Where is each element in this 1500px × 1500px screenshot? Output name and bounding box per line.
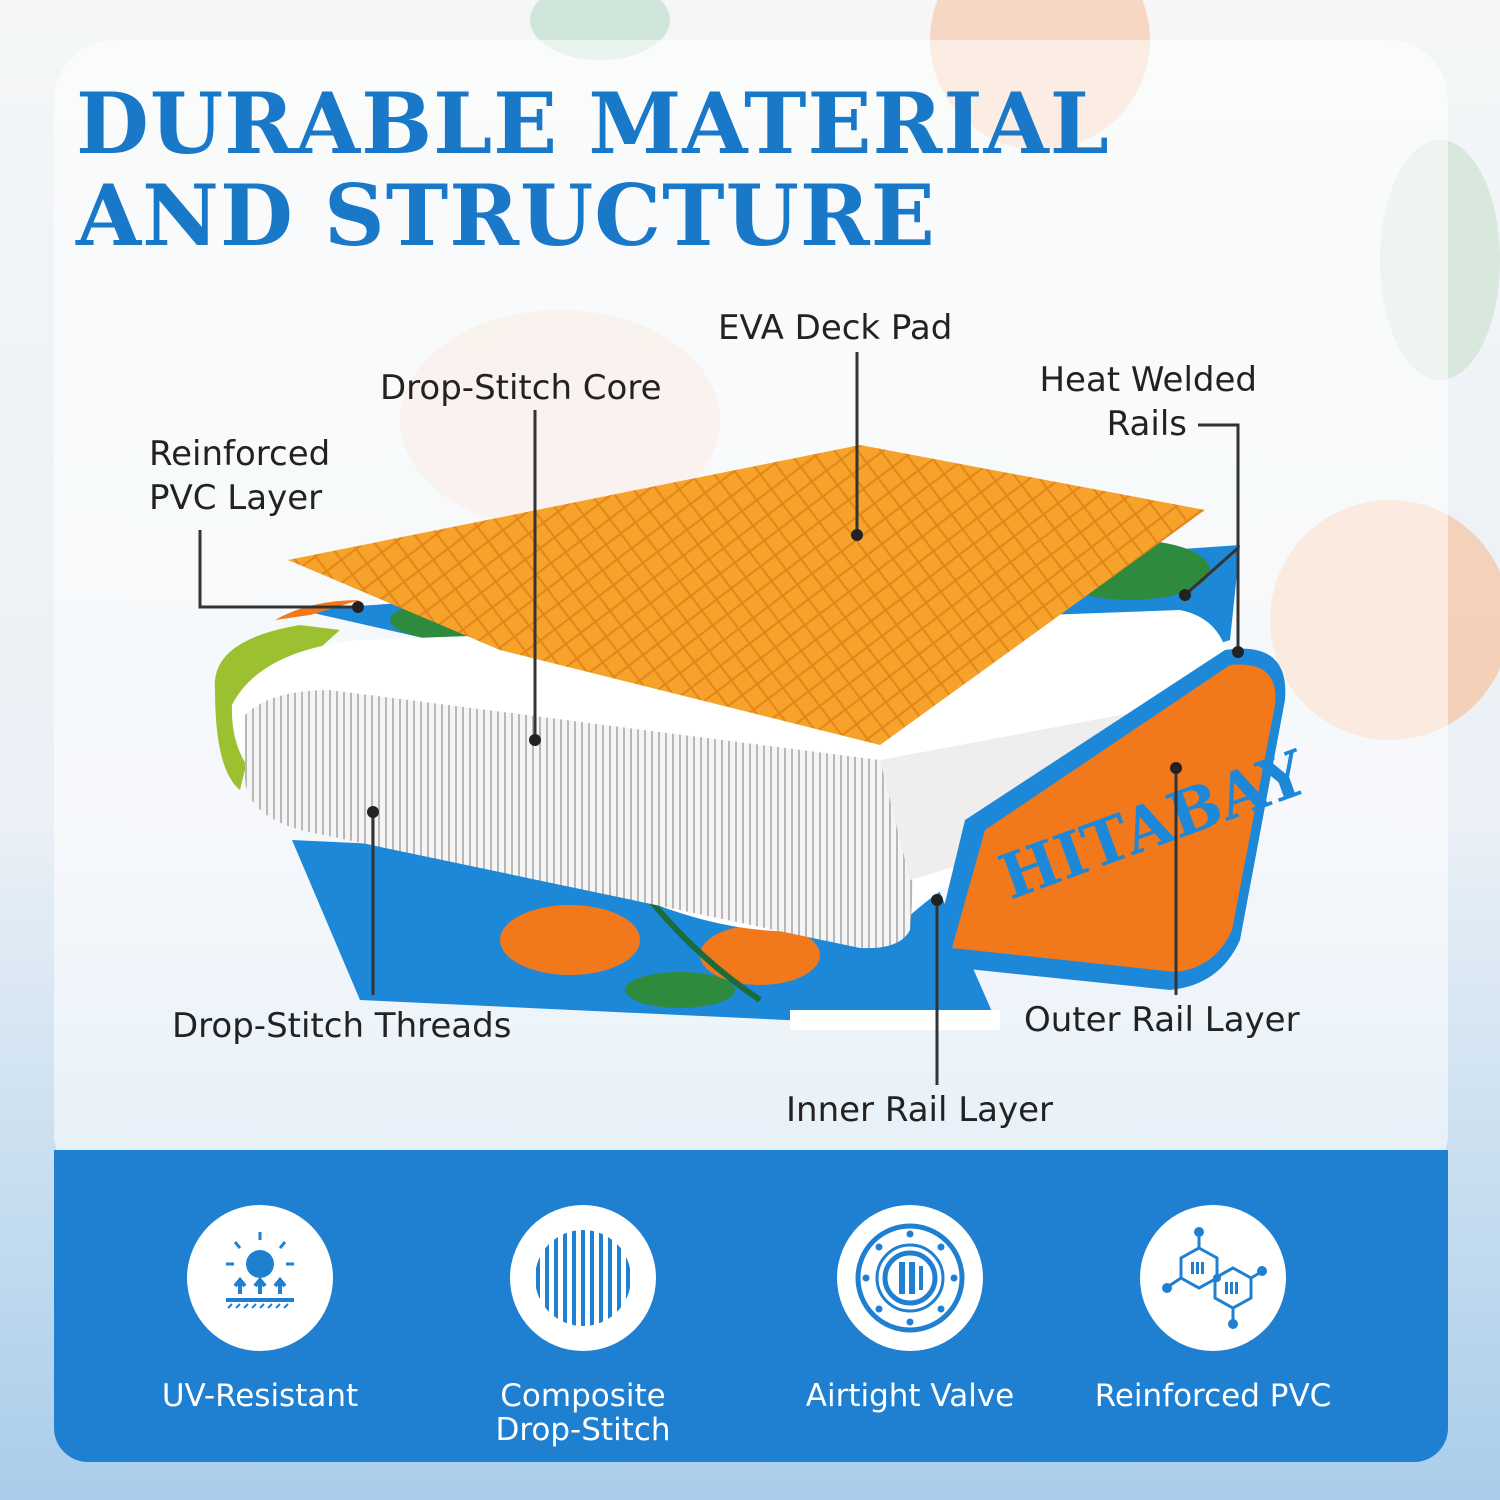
title-line-1: DURABLE MATERIAL xyxy=(76,74,1110,173)
feature-reinforced-pvc: Reinforced PVC xyxy=(1083,1205,1343,1413)
label-drop-stitch-threads: Drop-Stitch Threads xyxy=(172,1006,512,1046)
feature-uv-resistant: UV-Resistant xyxy=(130,1205,390,1413)
leader-lines xyxy=(198,352,1240,1085)
feature-label: Composite Drop-Stitch xyxy=(495,1378,671,1448)
label-eva-deck-pad: EVA Deck Pad xyxy=(718,308,953,348)
label-pvc-line2: PVC Layer xyxy=(149,478,323,518)
feature-label: Reinforced PVC xyxy=(1094,1378,1332,1414)
eva-deck-pad xyxy=(288,445,1205,745)
drop-stitch-icon xyxy=(536,1230,630,1326)
label-reinforced-pvc-layer: Reinforced PVC Layer xyxy=(149,432,330,520)
label-inner-rail-layer: Inner Rail Layer xyxy=(786,1090,1054,1130)
feature-label: UV-Resistant xyxy=(161,1378,359,1414)
feature-composite-drop-stitch: Composite Drop-Stitch xyxy=(453,1205,713,1447)
label-heat-welded-rails: Heat Welded Rails xyxy=(1005,358,1257,446)
feature-icon-circle xyxy=(187,1205,333,1351)
valve-icon xyxy=(855,1223,965,1333)
leader-dots xyxy=(352,529,1244,906)
page-title: DURABLE MATERIAL AND STRUCTURE xyxy=(76,78,1110,262)
feature-icon-circle xyxy=(510,1205,656,1351)
feature-icon-circle xyxy=(837,1205,983,1351)
label-pvc-line1: Reinforced xyxy=(149,434,331,474)
feature-label: Airtight Valve xyxy=(805,1378,1015,1414)
label-heat-welded-line1: Heat Welded xyxy=(1039,360,1257,400)
label-heat-welded-line2: Rails xyxy=(1106,404,1187,444)
uv-sun-icon xyxy=(226,1232,294,1309)
feature-icon-circle xyxy=(1140,1205,1286,1351)
label-drop-stitch-core: Drop-Stitch Core xyxy=(380,368,662,408)
label-outer-rail-layer: Outer Rail Layer xyxy=(1024,1000,1300,1040)
feature-airtight-valve: Airtight Valve xyxy=(780,1205,1040,1413)
title-line-2: AND STRUCTURE xyxy=(76,166,936,265)
hexagon-molecule-icon xyxy=(1162,1227,1267,1329)
